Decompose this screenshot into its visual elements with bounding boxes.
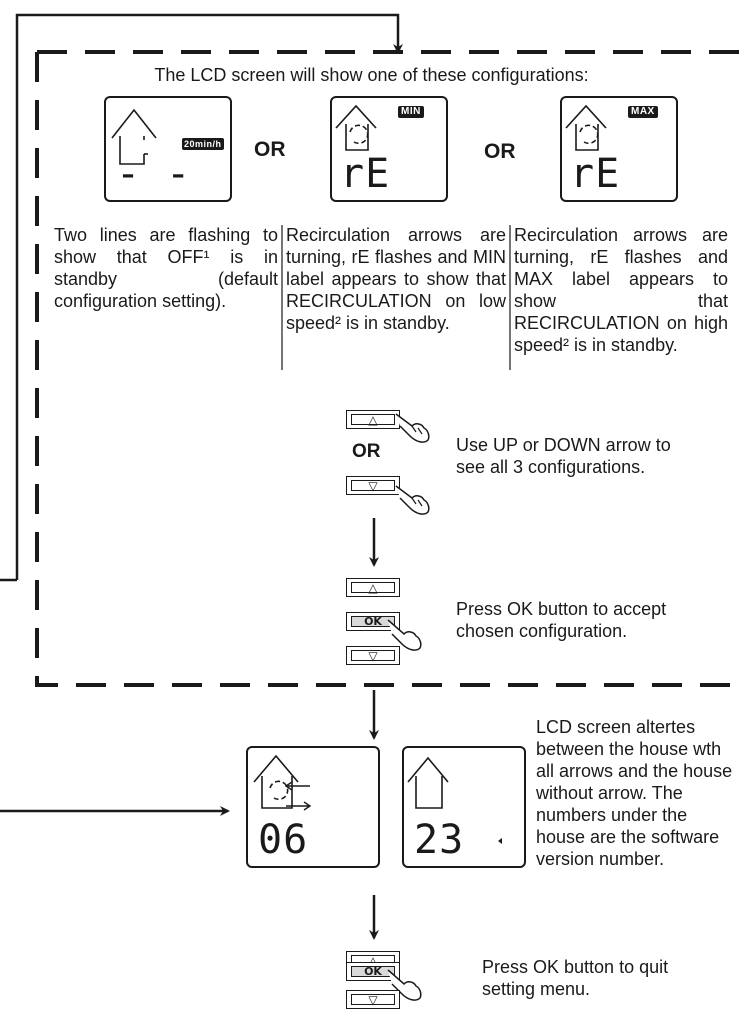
description-off: Two lines are flashing to show that OFF¹… (54, 224, 278, 312)
up-button-2[interactable]: △ (346, 578, 400, 597)
down-button-2[interactable]: ▽ (346, 646, 400, 665)
down-button-3[interactable]: ▽ (346, 990, 400, 1009)
version-number-a: 06 (258, 820, 308, 860)
or-label-1: OR (254, 138, 286, 162)
description-max: Recirculation arrows are turning, rE fla… (514, 224, 728, 356)
quit-instruction: Press OK button to quit setting menu. (482, 956, 702, 1000)
badge-max: MAX (628, 106, 658, 118)
down-arrow-icon: ▽ (351, 480, 395, 491)
display-re-max: rE (570, 154, 620, 194)
version-instruction: LCD screen altertes between the house wt… (536, 716, 736, 870)
down-button[interactable]: ▽ (346, 476, 400, 495)
lcd-config-max: MAX rE (560, 96, 678, 202)
or-label-arrows: OR (352, 441, 381, 463)
arrows-instruction: Use UP or DOWN arrow to see all 3 config… (456, 434, 696, 478)
header-text: The LCD screen will show one of these co… (0, 64, 743, 86)
up-arrow-icon: △ (351, 582, 395, 593)
or-label-2: OR (484, 140, 516, 164)
badge-20minh: 20min/h (182, 138, 224, 150)
down-arrow-icon: ▽ (351, 994, 395, 1005)
up-arrow-icon: △ (351, 414, 395, 425)
pointing-hand-icon (394, 404, 438, 444)
lcd-version-arrows: 06 (246, 746, 380, 868)
pointing-hand-icon (394, 476, 438, 516)
badge-min: MIN (398, 106, 424, 118)
description-min: Recirculation arrows are turning, rE fla… (286, 224, 506, 334)
display-dashes: - - (116, 154, 191, 194)
accept-instruction: Press OK button to accept chosen configu… (456, 598, 706, 642)
lcd-config-off: 20min/h - - (104, 96, 232, 202)
display-re-min: rE (340, 154, 390, 194)
up-button[interactable]: △ (346, 410, 400, 429)
lcd-config-min: MIN rE (330, 96, 448, 202)
lcd-version-house: 23 (402, 746, 526, 868)
version-number-b: 23 (414, 820, 464, 860)
down-arrow-icon: ▽ (351, 650, 395, 661)
